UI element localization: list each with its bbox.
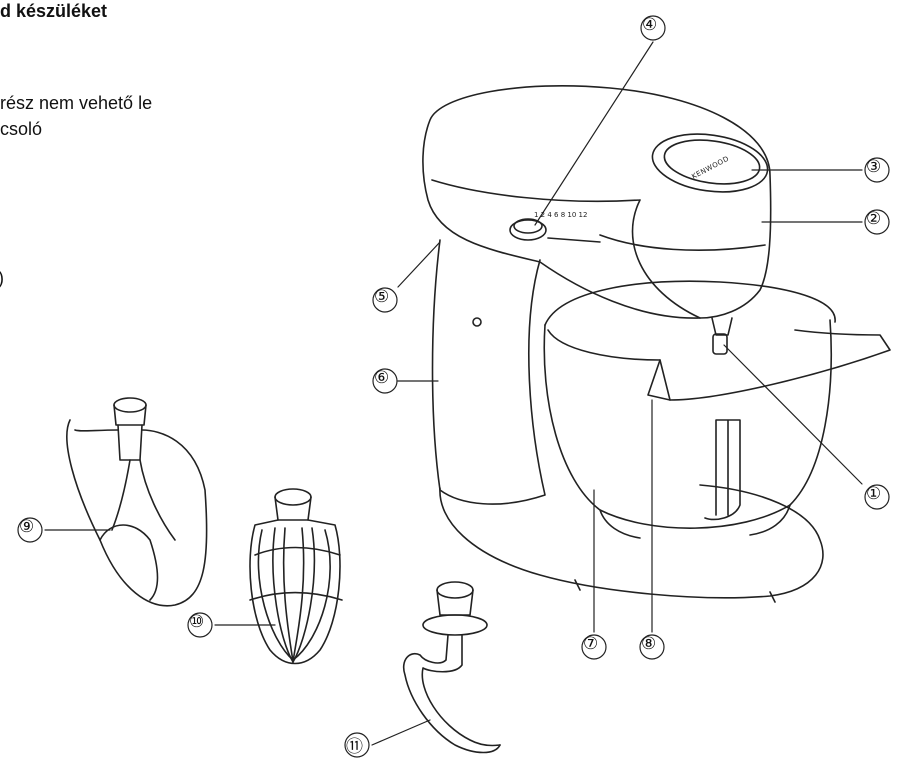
callout-leaders xyxy=(44,41,863,746)
bowl-rim xyxy=(544,280,836,326)
whisk xyxy=(249,488,343,665)
outlet-cover xyxy=(651,133,769,193)
splash-guard xyxy=(547,329,891,401)
k-beater xyxy=(66,397,208,607)
splash-guard-lip xyxy=(647,359,671,401)
speed-switch xyxy=(509,219,547,241)
mixer-bowl xyxy=(543,319,832,529)
description-line-2: csoló xyxy=(0,119,43,139)
speed-scale: 1 2 4 6 8 10 12 xyxy=(534,211,587,219)
drive-outlet xyxy=(711,317,733,336)
mixer-head xyxy=(422,85,772,319)
callout-markers xyxy=(17,15,890,758)
stray-mark: ) xyxy=(0,268,4,289)
mixer-base-foot xyxy=(574,579,776,603)
tool-in-bowl xyxy=(704,419,741,521)
head-seam xyxy=(431,179,701,319)
brand-label: KENWOOD xyxy=(690,155,730,181)
description-line-1: rész nem vehető le xyxy=(0,93,153,113)
speed-scale-line xyxy=(547,237,601,243)
section-heading: d készüléket xyxy=(0,1,108,21)
mixer-column xyxy=(431,239,546,505)
dough-hook xyxy=(402,581,501,754)
outlet-cover-inner xyxy=(663,139,761,185)
drive-shaft xyxy=(712,333,728,355)
head-band xyxy=(599,234,766,251)
speed-switch-top xyxy=(513,218,543,234)
mixer-illustration: KENWOOD 1 2 4 6 8 10 12 xyxy=(422,85,891,603)
column-hole xyxy=(472,317,482,327)
bowl-base xyxy=(599,504,791,539)
mixer-base xyxy=(439,484,824,599)
